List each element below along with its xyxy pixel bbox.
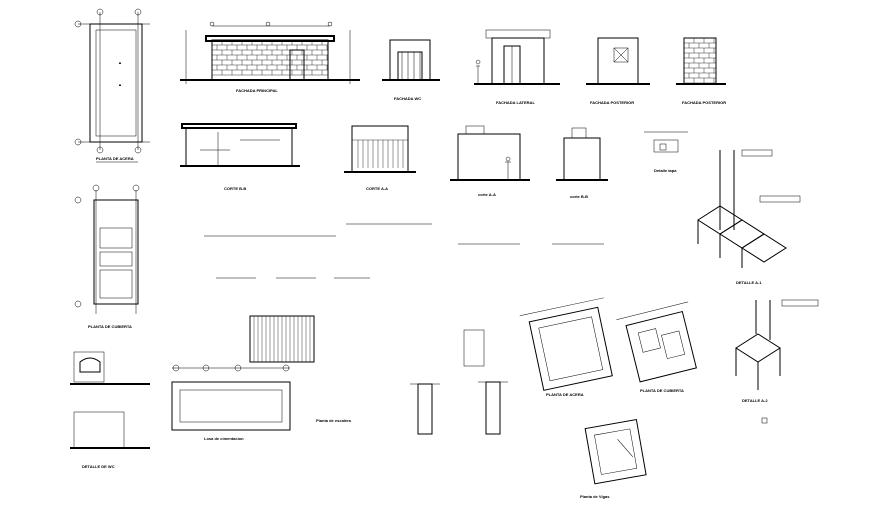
drawing-caption: PLANTA DE ACERA [546, 392, 584, 397]
drawing-caption: Planta de escalera [316, 418, 352, 423]
iso-2: DETALLE A-2 [735, 299, 819, 403]
section-2: CORTE A-A [344, 125, 416, 191]
plan-main: ▲ ▲ PLANTA DE ACERA [74, 8, 150, 163]
drawing-caption: corte A-A [478, 192, 496, 197]
plan-4 [616, 301, 697, 383]
drawing-caption: FACHADA PRINCIPAL [236, 88, 278, 93]
drawing-caption: DETALLE A-2 [742, 398, 768, 403]
drawing-caption: FACHADA LATERAL [496, 100, 535, 105]
drawing-caption: PLANTA DE CUBIERTA [640, 388, 684, 393]
drawing-caption: PLANTA DE ACERA [96, 156, 134, 161]
plan-5 [584, 419, 647, 485]
section-4: corte B-B [556, 127, 608, 199]
wc: DETALLE DE WC [70, 351, 150, 469]
drawing-caption: FACHADA WC [394, 96, 421, 101]
facade-3: FACHADA LATERAL [474, 29, 560, 105]
section-3: corte A-A [450, 125, 530, 197]
drawing-caption: Planta de Vigas [580, 494, 610, 499]
facade-4: FACHADA POSTERIOR [586, 37, 650, 105]
drawing-caption: DETALLE DE WC [82, 464, 115, 469]
drawing-caption: FACHADA POSTERIOR [682, 100, 726, 105]
drawing-caption: Losa de cimentacion [204, 436, 244, 441]
plan-2: PLANTA DE CUBIERTA [74, 184, 140, 329]
drawing-caption: corte B-B [570, 194, 588, 199]
drawing-caption: DETALLE A-1 [736, 280, 762, 285]
svg-text:▲: ▲ [118, 82, 122, 87]
drawing-caption: PLANTA DE CUBIERTA [88, 324, 132, 329]
detail-1: Detalle tapa [644, 131, 688, 173]
facade-1: FACHADA PRINCIPAL [180, 21, 360, 93]
drawing-caption: Detalle tapa [654, 168, 677, 173]
foundation: Losa de cimentacion [171, 364, 291, 441]
drawing-caption: FACHADA POSTERIOR [590, 100, 634, 105]
legend-square [761, 417, 768, 424]
section-1: CORTE B-B [180, 123, 300, 191]
drawing-caption: CORTE A-A [366, 186, 388, 191]
drawing-caption: CORTE B-B [224, 186, 246, 191]
svg-text:▲: ▲ [118, 60, 122, 65]
dimension-strings [204, 223, 604, 279]
stair: Planta de escalera [249, 315, 352, 423]
facade-2: FACHADA WC [382, 39, 440, 101]
plan-3 [519, 297, 613, 391]
facade-5: FACHADA POSTERIOR [676, 37, 726, 105]
column-details [410, 329, 508, 435]
iso-1: DETALLE A-1 [697, 149, 801, 285]
